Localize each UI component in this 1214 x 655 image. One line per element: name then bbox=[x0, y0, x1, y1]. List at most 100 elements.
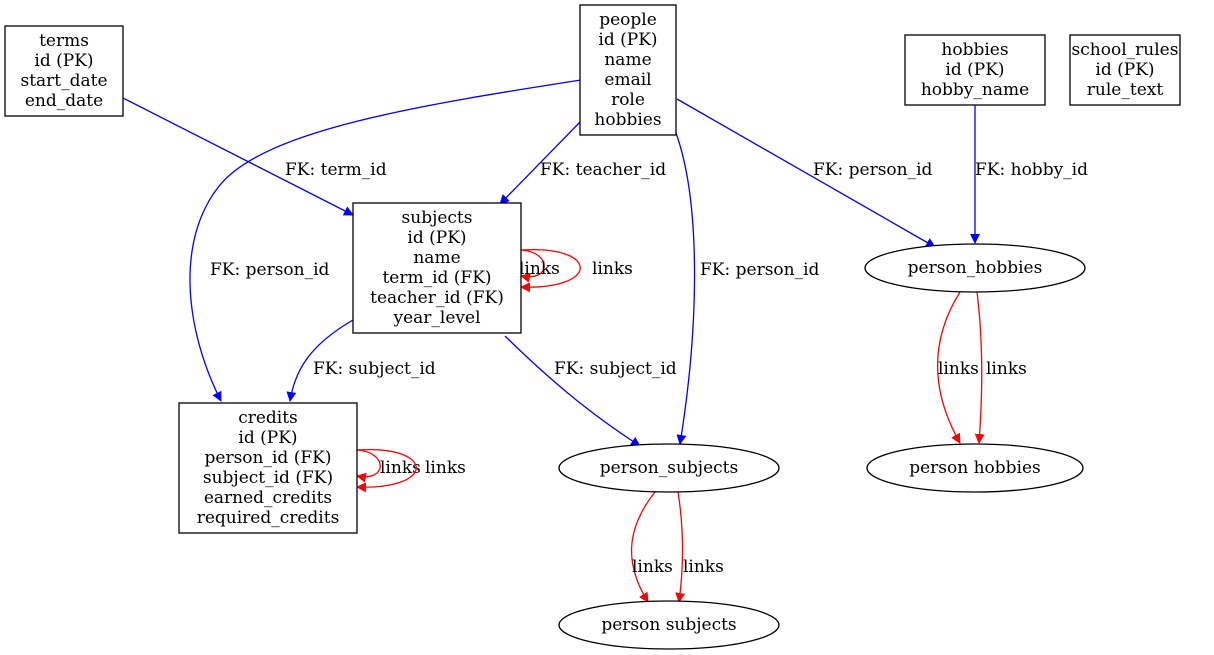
edge-people-person_subjects: FK: person_id bbox=[675, 132, 820, 445]
node-title: terms bbox=[39, 31, 89, 51]
edge-credits-self-2: links bbox=[356, 448, 466, 493]
table-box bbox=[1069, 34, 1181, 106]
node-title: person_hobbies bbox=[908, 258, 1043, 278]
node-person-hobbies-2: person hobbies bbox=[866, 443, 1084, 493]
node-person-subjects: person_subjects bbox=[558, 443, 780, 493]
edge-hobbies-person_hobbies: FK: hobby_id bbox=[970, 105, 1088, 244]
edge-line bbox=[286, 319, 354, 402]
edge-line bbox=[675, 132, 696, 445]
edge-line bbox=[499, 119, 583, 205]
edge-line bbox=[630, 491, 656, 603]
edge-label: FK: person_id bbox=[700, 260, 820, 280]
edge-people-credits: FK: person_id bbox=[189, 79, 582, 402]
node-field: year_level bbox=[392, 308, 480, 328]
edge-label: links bbox=[938, 359, 979, 379]
node-field: person_id (FK) bbox=[205, 448, 332, 468]
node-field: id (PK) bbox=[238, 428, 297, 448]
edge-label: links bbox=[592, 259, 633, 279]
edge-subjects-credits: FK: subject_id bbox=[286, 319, 436, 402]
edge-line bbox=[675, 491, 686, 603]
node-field: hobby_name bbox=[921, 80, 1029, 100]
node-field: subject_id (FK) bbox=[203, 468, 333, 488]
edge-terms-subjects: FK: term_id bbox=[122, 97, 387, 216]
node-title: school_rules bbox=[1072, 40, 1179, 60]
edge-people-subjects: FK: teacher_id bbox=[499, 119, 666, 205]
edge-label: links bbox=[632, 557, 673, 577]
entity-ellipse bbox=[558, 443, 780, 493]
node-title: credits bbox=[238, 408, 298, 428]
edge-label: links bbox=[986, 359, 1027, 379]
edge-line bbox=[520, 248, 581, 293]
edge-line bbox=[504, 335, 641, 447]
node-title: person hobbies bbox=[909, 458, 1041, 478]
node-title: hobbies bbox=[941, 40, 1008, 60]
node-field: earned_credits bbox=[204, 488, 332, 508]
node-field: id (PK) bbox=[1095, 60, 1154, 80]
node-field: term_id (FK) bbox=[382, 268, 491, 288]
table-box bbox=[579, 4, 677, 136]
edge-label: FK: person_id bbox=[813, 160, 933, 180]
node-field: email bbox=[604, 70, 651, 90]
node-field: start_date bbox=[20, 71, 107, 91]
edge-line bbox=[189, 79, 582, 402]
edge-line bbox=[974, 291, 985, 444]
entity-ellipse bbox=[866, 443, 1084, 493]
edge-line bbox=[122, 97, 354, 216]
entity-ellipse bbox=[864, 243, 1086, 293]
node-field: end_date bbox=[25, 91, 103, 111]
edge-subjects-self-1: links bbox=[519, 249, 560, 283]
edge-person_hobbies-link-2: links bbox=[974, 291, 1027, 444]
node-field: id (PK) bbox=[407, 228, 466, 248]
edge-label: FK: teacher_id bbox=[540, 160, 666, 180]
table-box bbox=[178, 402, 358, 534]
node-field: id (PK) bbox=[945, 60, 1004, 80]
edge-label: FK: term_id bbox=[285, 160, 387, 180]
edge-label: FK: person_id bbox=[210, 260, 330, 280]
node-field: teacher_id (FK) bbox=[370, 288, 504, 308]
node-title: subjects bbox=[402, 208, 473, 228]
edge-line bbox=[676, 98, 936, 248]
edge-line bbox=[356, 449, 381, 483]
edge-label: links bbox=[683, 557, 724, 577]
entity-ellipse bbox=[558, 600, 780, 650]
edge-label: FK: hobby_id bbox=[975, 160, 1088, 180]
edge-label: links bbox=[380, 458, 421, 478]
edge-label: links bbox=[519, 259, 560, 279]
edge-line bbox=[356, 448, 417, 493]
edge-person_hobbies-link-1: links bbox=[936, 291, 979, 444]
table-box bbox=[4, 25, 124, 117]
node-field: role bbox=[611, 90, 645, 110]
edge-subjects-person_subjects: FK: subject_id bbox=[504, 335, 677, 447]
node-field: required_credits bbox=[197, 508, 340, 528]
edge-label: links bbox=[425, 458, 466, 478]
table-box bbox=[904, 34, 1046, 106]
node-field: hobbies bbox=[594, 110, 661, 130]
edge-line bbox=[520, 249, 545, 283]
edge-line bbox=[936, 291, 961, 444]
node-title: person subjects bbox=[601, 615, 736, 635]
edge-person_subjects-link-2: links bbox=[675, 491, 724, 603]
edge-credits-self-1: links bbox=[356, 449, 421, 483]
node-title: person_subjects bbox=[600, 458, 738, 478]
node-person-hobbies: person_hobbies bbox=[864, 243, 1086, 293]
table-box bbox=[352, 202, 522, 334]
edge-people-person_hobbies: FK: person_id bbox=[676, 98, 936, 248]
node-field: name bbox=[604, 50, 651, 70]
edge-label: FK: subject_id bbox=[554, 359, 677, 379]
edge-person_subjects-link-1: links bbox=[630, 491, 673, 603]
node-field: id (PK) bbox=[598, 30, 657, 50]
node-title: people bbox=[599, 10, 657, 30]
node-field: rule_text bbox=[1087, 80, 1164, 100]
node-field: id (PK) bbox=[34, 51, 93, 71]
edge-label: FK: subject_id bbox=[313, 359, 436, 379]
node-person-subjects-2: person subjects bbox=[558, 600, 780, 650]
